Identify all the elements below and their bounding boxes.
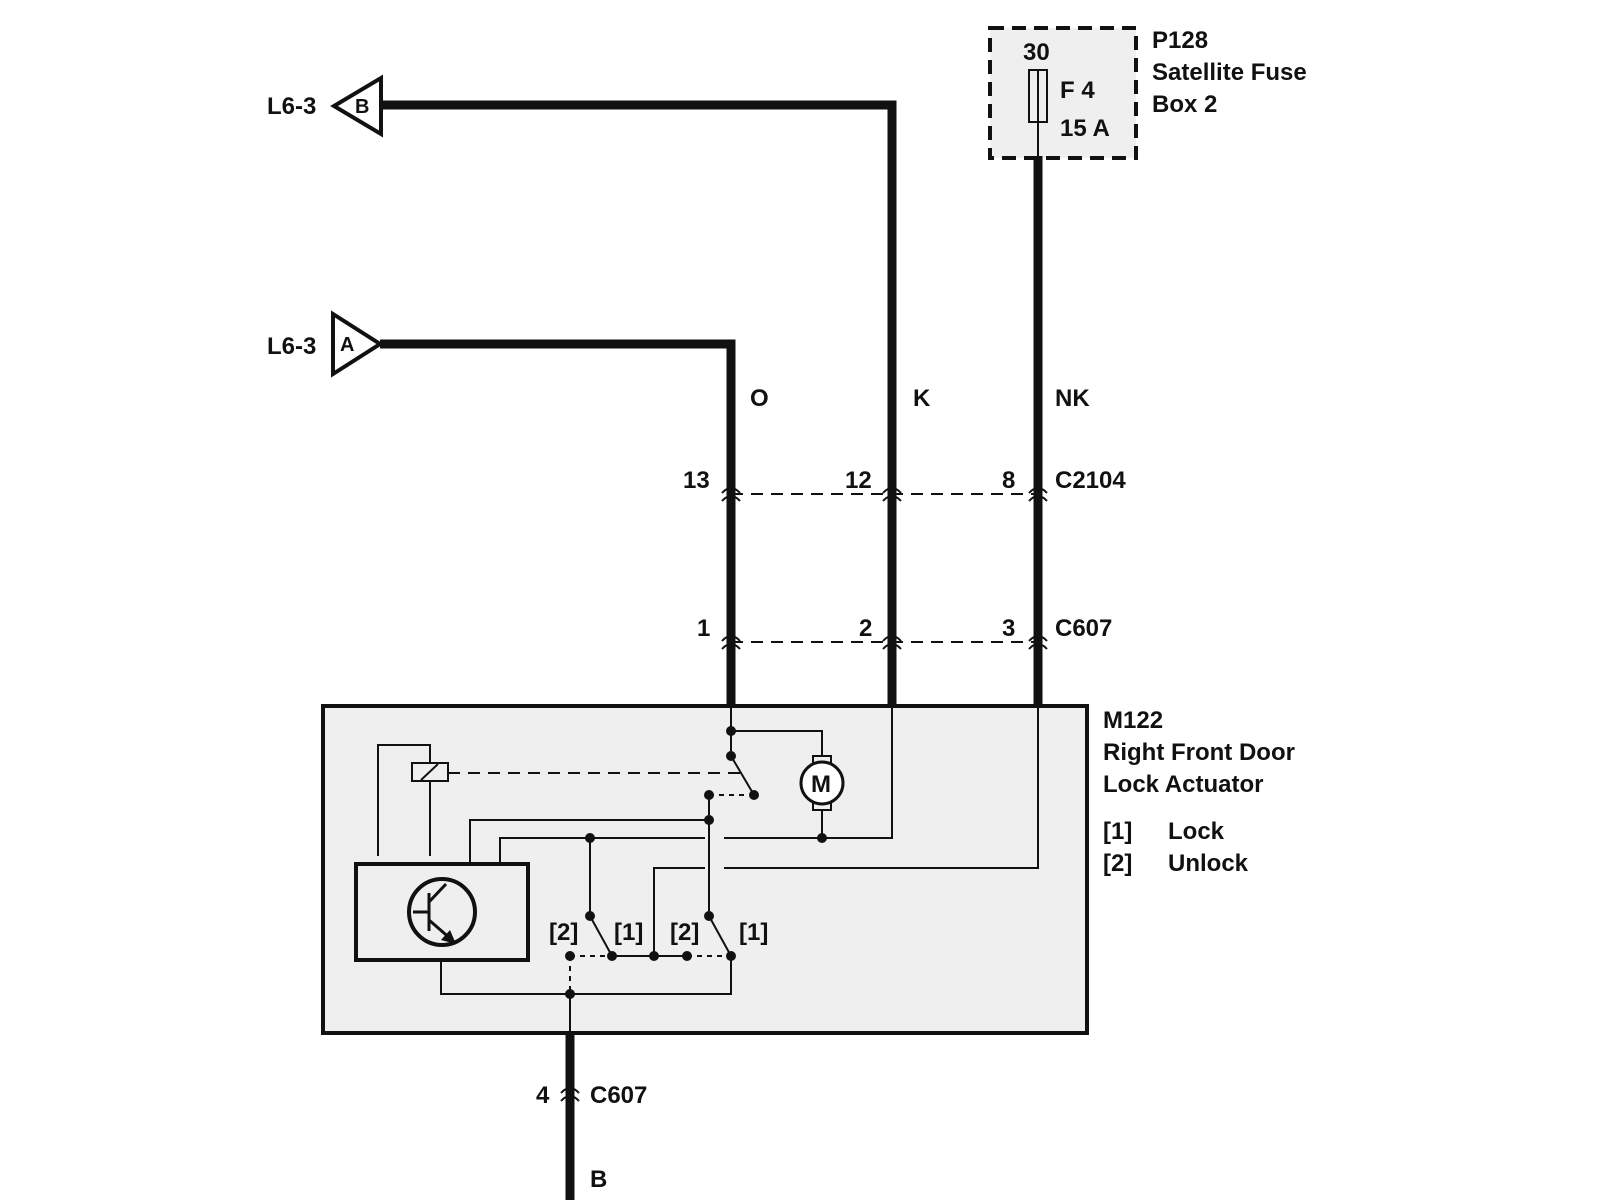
connector-c607-bottom — [560, 1087, 580, 1102]
switch-label-lock-b: [1] — [739, 919, 768, 946]
fuse-id-label: F 4 — [1060, 77, 1095, 104]
wire-b-label: B — [590, 1166, 607, 1193]
connector-b-ref: L6-3 — [267, 93, 316, 120]
c607-pin-4: 4 — [536, 1082, 550, 1109]
lock-unlock-switches — [440, 820, 736, 1034]
connector-b-letter: B — [355, 96, 369, 118]
c607-bottom-name: C607 — [590, 1082, 647, 1109]
legend: [1] Lock [2] Unlock — [1103, 818, 1249, 877]
module-name-2: Lock Actuator — [1103, 771, 1263, 798]
fuse-pin-label: 30 — [1023, 39, 1050, 66]
motor-label: M — [811, 771, 831, 798]
connector-c607-top — [721, 635, 1048, 650]
fuse-rating-label: 15 A — [1060, 115, 1110, 142]
connector-l6-3-b: B — [330, 74, 383, 138]
wire-k-internal — [724, 706, 893, 839]
c2104-pin-8: 8 — [1002, 467, 1015, 494]
c607-top-name: C607 — [1055, 615, 1112, 642]
legend-value-unlock: Unlock — [1168, 850, 1249, 877]
wire-k-label: K — [913, 385, 931, 412]
fuse-box-p128: 30 F 4 15 A — [988, 26, 1138, 160]
connector-a-ref: L6-3 — [267, 333, 316, 360]
module-m122: M — [321, 704, 1089, 1035]
connector-a-letter: A — [340, 334, 354, 356]
c2104-name: C2104 — [1055, 467, 1126, 494]
legend-key-lock: [1] — [1103, 818, 1132, 845]
fuse-box-name-1: Satellite Fuse — [1152, 59, 1307, 86]
switch-label-unlock-a: [2] — [549, 919, 578, 946]
legend-value-lock: Lock — [1168, 818, 1225, 845]
wire-nk-internal — [724, 706, 1039, 869]
fuse-box-name-2: Box 2 — [1152, 91, 1217, 118]
c2104-pin-12: 12 — [845, 467, 872, 494]
wire-k — [381, 100, 897, 706]
control-unit — [354, 862, 530, 962]
c2104-pin-13: 13 — [683, 467, 710, 494]
module-id: M122 — [1103, 707, 1163, 734]
transistor-icon — [407, 877, 477, 947]
motor-icon — [799, 760, 845, 806]
relay-coil — [377, 744, 746, 856]
wire-o — [380, 339, 736, 706]
connector-c2104 — [721, 487, 1048, 502]
module-name-1: Right Front Door — [1103, 739, 1295, 766]
wire-nk-label: NK — [1055, 385, 1090, 412]
relay-switch — [469, 706, 823, 864]
connector-l6-3-a: A — [331, 310, 384, 378]
legend-key-unlock: [2] — [1103, 850, 1132, 877]
switch-label-unlock-b: [2] — [670, 919, 699, 946]
fuse-box-id: P128 — [1152, 27, 1208, 54]
c607-pin-1: 1 — [697, 615, 710, 642]
motor: M — [799, 755, 845, 843]
c607-pin-2: 2 — [859, 615, 872, 642]
switch-label-lock-a: [1] — [614, 919, 643, 946]
wire-o-label: O — [750, 385, 769, 412]
c607-pin-3: 3 — [1002, 615, 1015, 642]
